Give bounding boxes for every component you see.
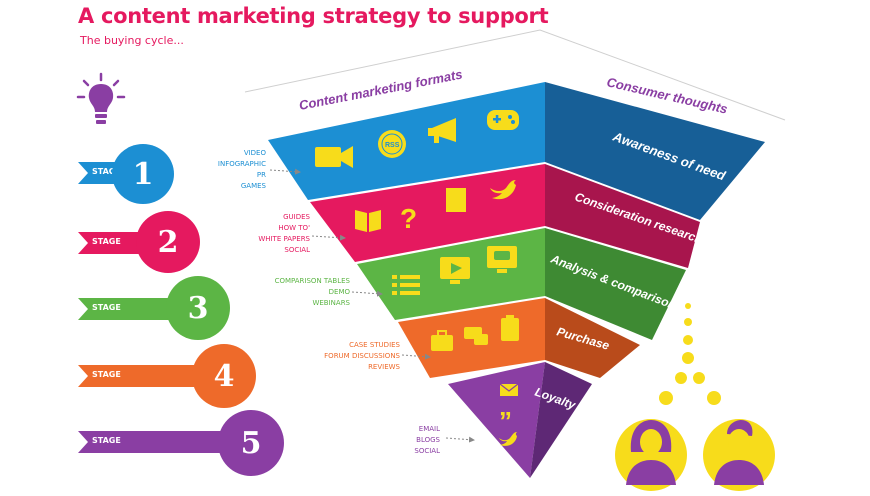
band-1-right: [545, 82, 765, 220]
rss-icon: RSS: [378, 130, 406, 158]
format-item: REVIEWS: [368, 363, 400, 371]
stage-number: 3: [187, 290, 209, 326]
format-item: PR: [256, 171, 266, 179]
quote-icon: ”: [499, 406, 512, 436]
lightbulb-icon: [76, 72, 126, 124]
format-item: SOCIAL: [414, 447, 440, 455]
document-icon: [446, 188, 466, 212]
funnel-outline: [244, 29, 786, 121]
stage-number: 5: [240, 425, 262, 461]
format-item: WEBINARS: [312, 299, 350, 307]
page-title: A content marketing strategy to support: [78, 4, 549, 28]
megaphone-icon: [428, 118, 456, 143]
page-subtitle: The buying cycle...: [80, 34, 184, 47]
stage-label: STAGE: [92, 167, 121, 176]
format-item: COMPARISON TABLES: [274, 277, 350, 285]
person-icon: [703, 419, 775, 491]
stage-label: STAGE: [92, 237, 121, 246]
twitter-icon: [499, 432, 517, 446]
format-arrow-1: [269, 168, 301, 175]
thought-dots: [659, 303, 721, 405]
monitor-play-icon: [440, 257, 470, 284]
format-item: EMAIL: [418, 425, 440, 433]
stage-number: 2: [157, 224, 179, 260]
format-item: WHITE PAPERS: [258, 235, 310, 243]
format-list-2: GUIDES HOW TO' WHITE PAPERS SOCIAL: [230, 212, 310, 256]
format-list-3: COMPARISON TABLES DEMO WEBINARS: [250, 276, 350, 309]
band-5-right: [530, 362, 592, 478]
rss-label: RSS: [385, 142, 400, 149]
book-icon: [355, 210, 381, 232]
band-2-left: [310, 164, 545, 262]
format-item: VIDEO: [243, 149, 266, 157]
format-item: BLOGS: [416, 436, 440, 444]
question-icon: ?: [400, 203, 417, 234]
format-arrow-3: [351, 290, 383, 297]
format-arrow-2: [311, 234, 346, 241]
clipboard-icon: [501, 315, 519, 341]
gamepad-icon: [487, 110, 519, 130]
monitor-chat-icon: [487, 246, 517, 273]
envelope-icon: [499, 383, 519, 396]
stage-3: STAGE 3: [78, 275, 328, 355]
format-item: DEMO: [328, 288, 350, 296]
stage-number: 1: [132, 156, 154, 192]
band-1-left: [268, 82, 545, 200]
briefcase-icon: [431, 330, 453, 351]
stage-label: STAGE: [92, 370, 121, 379]
video-camera-icon: [315, 146, 353, 168]
format-item: HOW TO': [278, 224, 310, 232]
format-item: GAMES: [240, 182, 266, 190]
stage-2: STAGE 2: [78, 207, 328, 287]
list-icon: [392, 275, 420, 295]
twitter-icon: [490, 180, 516, 200]
chat-bubbles-icon: [464, 327, 488, 345]
person-icon: [615, 419, 687, 491]
band-5-left: [448, 362, 545, 478]
stage-5: STAGE 5: [78, 408, 328, 488]
stage-number: 4: [213, 358, 235, 394]
band-2-right: [545, 164, 700, 268]
format-list-4: CASE STUDIES FORUM DISCUSSIONS REVIEWS: [290, 340, 400, 373]
stage-4: STAGE 4: [78, 340, 328, 420]
stage-label: STAGE: [92, 303, 121, 312]
band-4-right: [545, 298, 640, 378]
format-item: GUIDES: [283, 213, 310, 221]
band-3-right: [545, 228, 686, 340]
format-list-1: VIDEO INFOGRAPHIC PR GAMES: [200, 148, 266, 192]
stage-label: STAGE: [92, 436, 121, 445]
format-item: INFOGRAPHIC: [217, 160, 266, 168]
format-item: CASE STUDIES: [349, 341, 400, 349]
format-item: FORUM DISCUSSIONS: [324, 352, 400, 360]
format-arrow-5: [445, 436, 475, 443]
format-item: SOCIAL: [284, 246, 310, 254]
stage-1: STAGE 1: [78, 142, 328, 222]
format-arrow-4: [401, 353, 431, 360]
format-list-5: EMAIL BLOGS SOCIAL: [400, 424, 440, 457]
